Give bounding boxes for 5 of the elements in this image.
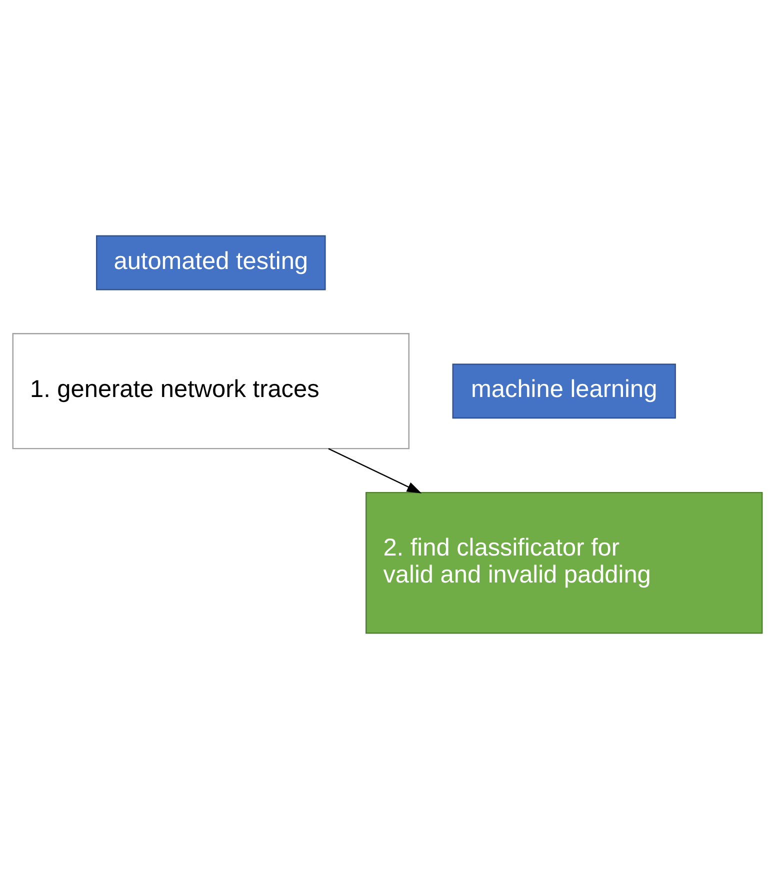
arrow — [328, 448, 422, 494]
node-box: machine learning — [452, 364, 676, 419]
node-box: automated testing — [96, 235, 326, 290]
node-box: 2. find classificator for valid and invalid padding — [366, 492, 763, 634]
node-box: 1. generate network traces — [12, 333, 410, 450]
